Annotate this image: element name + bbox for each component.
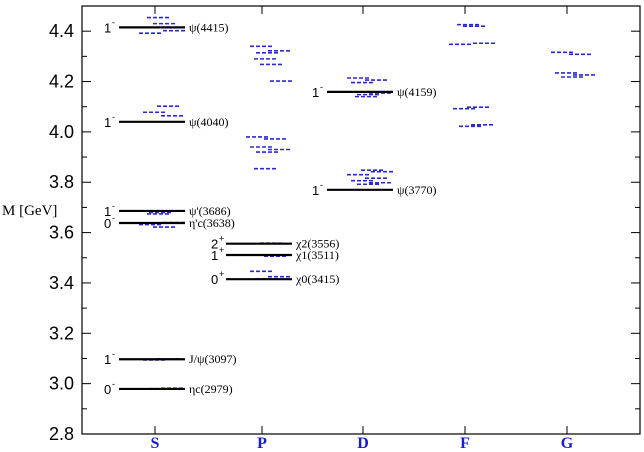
x-category-label: S	[151, 435, 160, 452]
state-name-label: ψ(3770)	[397, 183, 437, 197]
state-name-label: χ0(3415)	[295, 272, 339, 286]
jpc-parity-label: -	[112, 349, 115, 359]
state-name-label: ηc(2979)	[189, 382, 233, 396]
axis-ticks: 2.8 3.0 3.2 3.4 3.6 3.8 4.0 4.2 4.4S P D F G	[49, 6, 640, 452]
x-category-label: F	[460, 435, 470, 452]
jpc-label: 1	[104, 115, 111, 130]
jpc-parity-label: -	[112, 379, 115, 389]
y-tick-label: 3.4	[49, 273, 74, 293]
state-name-label: ψ(4040)	[189, 115, 229, 129]
y-tick-label: 4.0	[49, 122, 74, 142]
jpc-label: 0	[104, 382, 111, 397]
x-category-label: G	[561, 435, 574, 452]
y-axis-label: M [GeV]	[2, 203, 57, 219]
state-name-label: χ2(3556)	[295, 237, 339, 251]
jpc-parity-label: -	[112, 112, 115, 122]
y-tick-label: 3.0	[49, 374, 74, 394]
experimental-levels: 0-ηc(2979)1-J/ψ(3097)0-η'c(3638)1-ψ'(368…	[104, 17, 437, 397]
jpc-label: 1	[104, 204, 111, 219]
y-tick-label: 4.4	[49, 21, 74, 41]
y-tick-label: 2.8	[49, 424, 74, 444]
jpc-parity-label: +	[219, 234, 224, 244]
jpc-label: 1	[211, 248, 218, 263]
y-tick-label: 3.8	[49, 172, 74, 192]
state-name-label: ψ(4415)	[189, 20, 229, 34]
jpc-label: 0	[211, 272, 218, 287]
y-tick-label: 3.2	[49, 323, 74, 343]
state-name-label: ψ'(3686)	[189, 204, 231, 218]
state-name-label: ψ(4159)	[397, 85, 437, 99]
jpc-label: 2	[211, 237, 218, 252]
jpc-parity-label: +	[219, 269, 224, 279]
jpc-label: 1	[104, 352, 111, 367]
jpc-label: 1	[104, 20, 111, 35]
x-category-label: P	[257, 435, 267, 452]
x-category-label: D	[357, 435, 369, 452]
jpc-parity-label: -	[320, 180, 323, 190]
jpc-parity-label: +	[219, 245, 224, 255]
state-name-label: η'c(3638)	[189, 216, 235, 230]
jpc-parity-label: -	[112, 201, 115, 211]
state-name-label: χ1(3511)	[295, 248, 339, 262]
state-name-label: J/ψ(3097)	[189, 352, 237, 366]
y-tick-label: 3.6	[49, 223, 74, 243]
jpc-label: 0	[104, 216, 111, 231]
jpc-parity-label: -	[112, 17, 115, 27]
jpc-parity-label: -	[112, 213, 115, 223]
y-tick-label: 4.2	[49, 72, 74, 92]
plot-frame	[81, 5, 641, 435]
jpc-label: 1	[312, 183, 319, 198]
jpc-label: 1	[312, 85, 319, 100]
jpc-parity-label: -	[320, 82, 323, 92]
